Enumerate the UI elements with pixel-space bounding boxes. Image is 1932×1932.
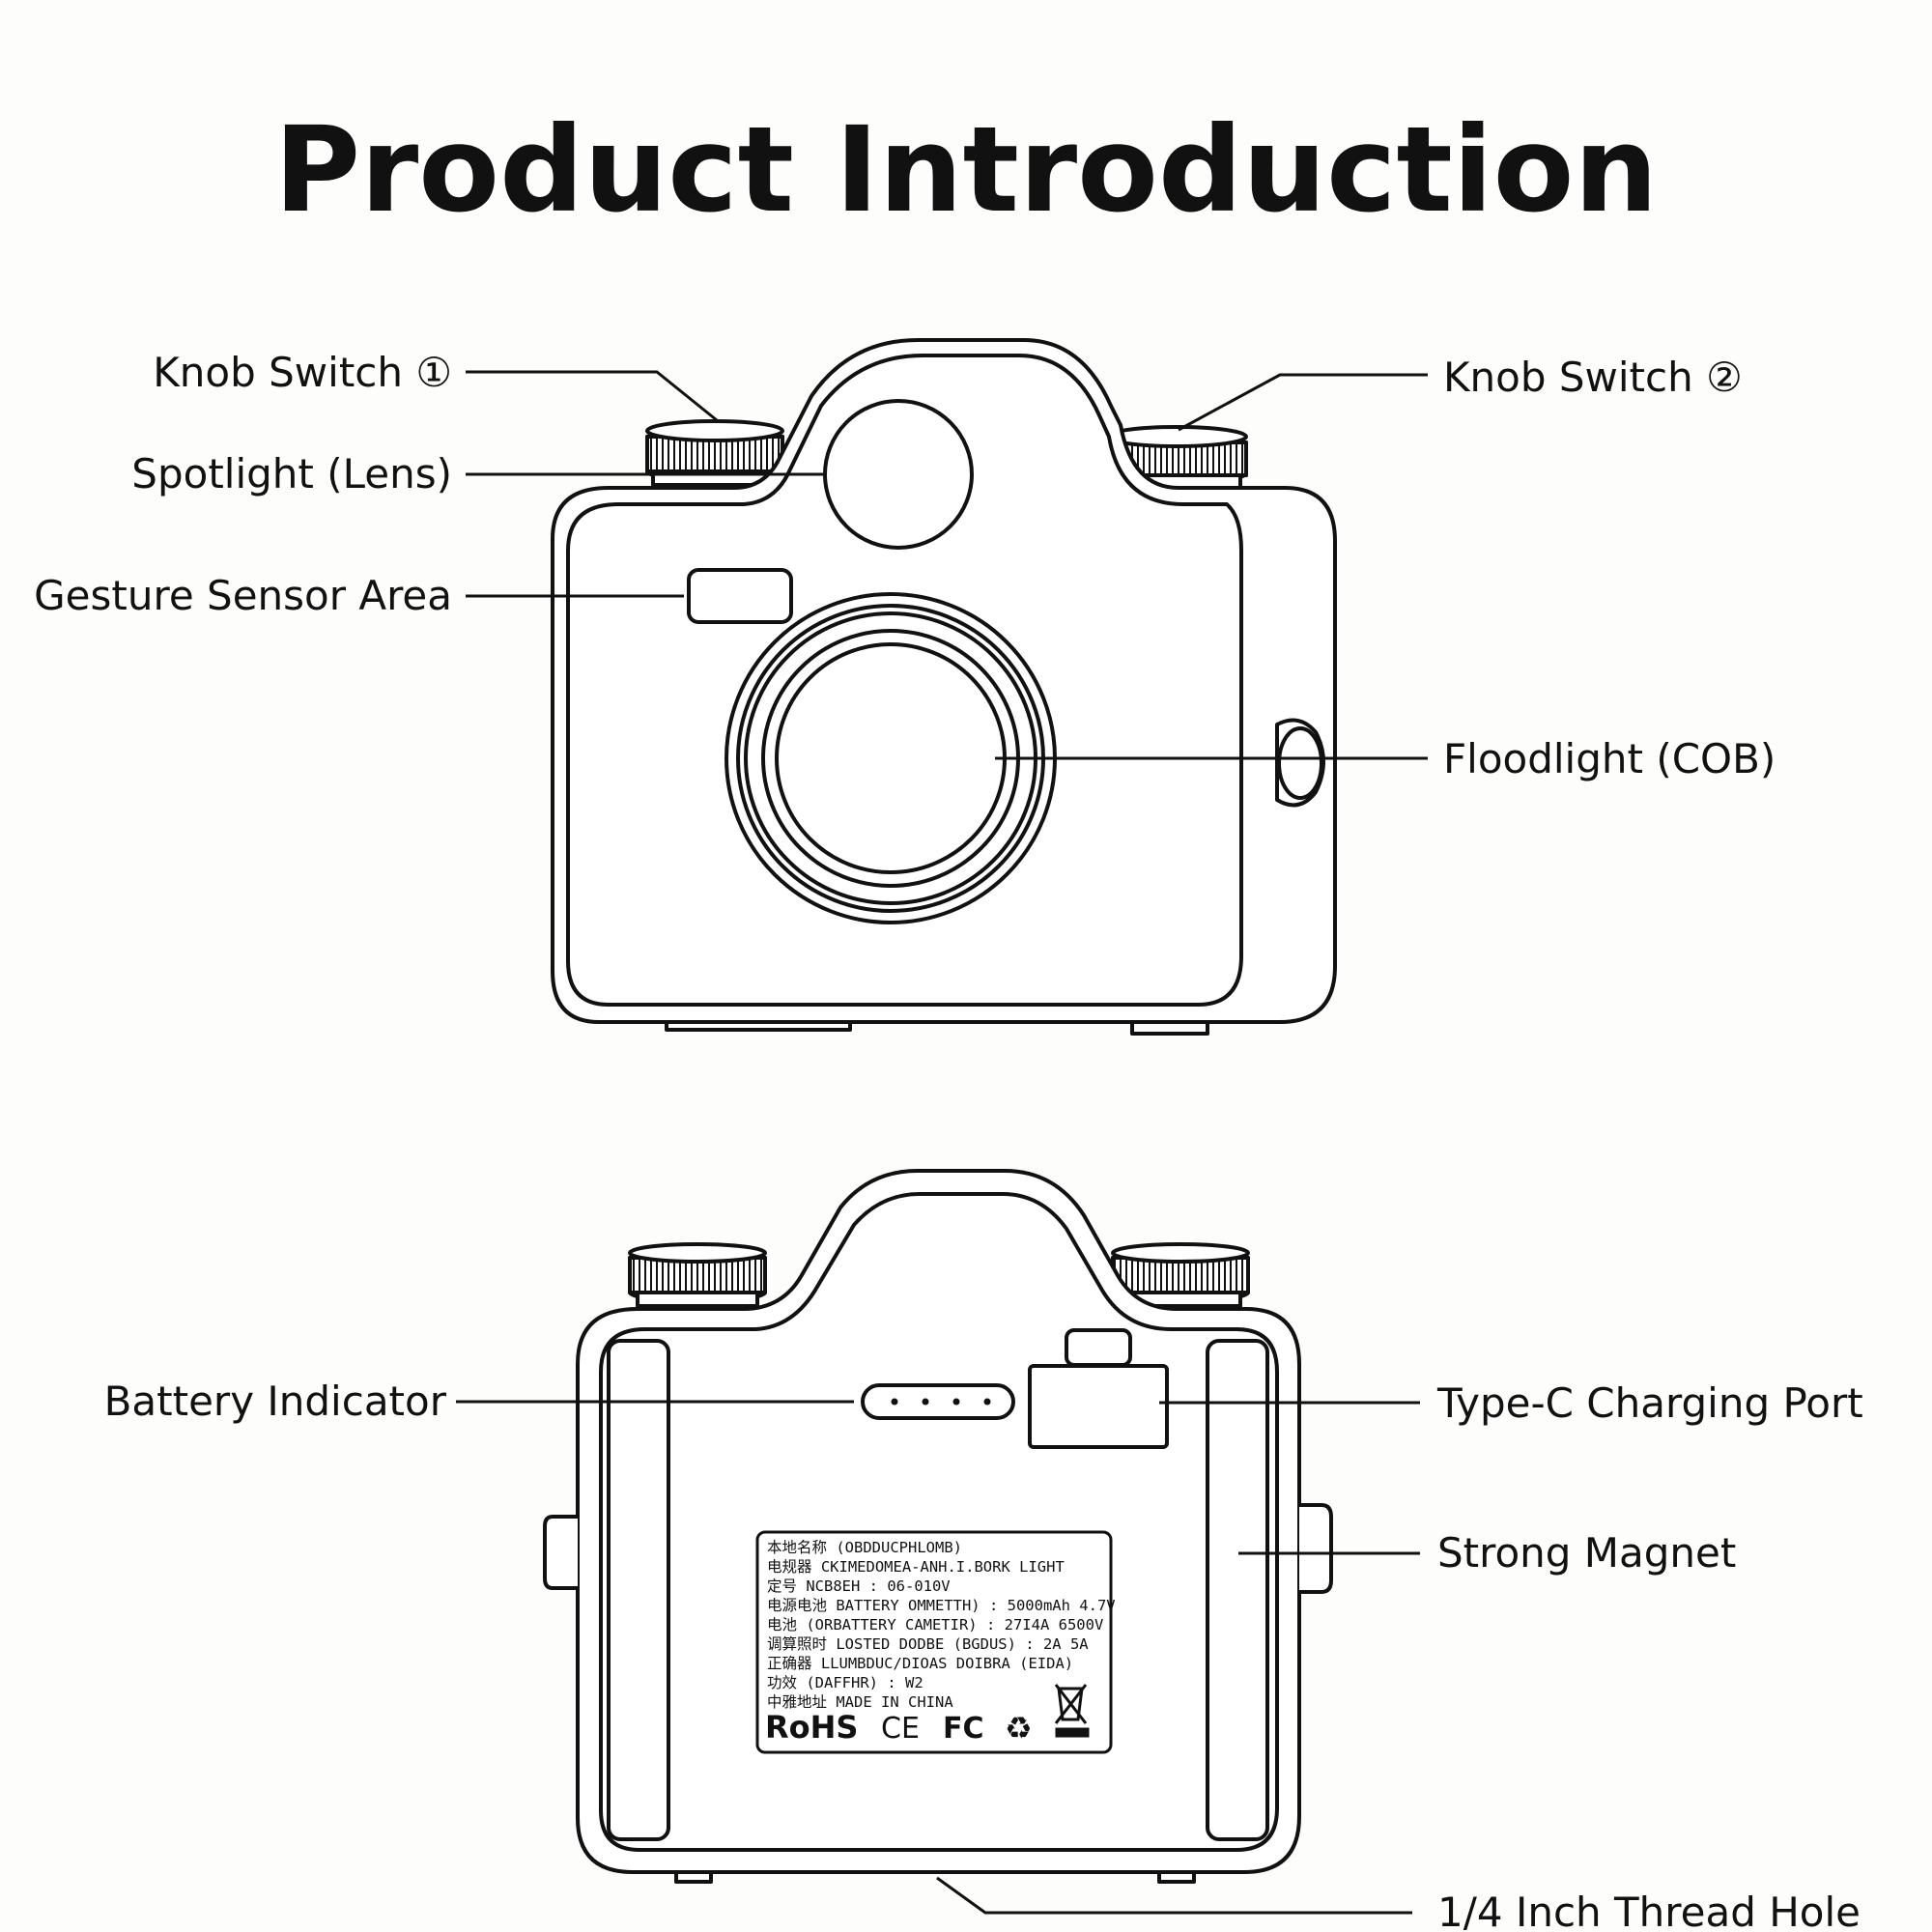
rating-line-7: 正确器 LLUMBDUC/DIOAS DOIBRA (EIDA) [767,1655,1073,1672]
front-side-magnet [1275,718,1325,808]
back-foot-right [1157,1872,1196,1884]
recycle-icon: ♻ [1005,1710,1033,1747]
label-spotlight: Spotlight (Lens) [131,450,452,497]
back-knob-left [628,1242,767,1308]
rating-line-4: 电源电池 BATTERY OMMETTH) : 5000mAh 4.7V [767,1597,1116,1614]
page-title: Product Introduction [274,101,1659,239]
front-callout-lines [466,370,1428,760]
rating-plate-text: 本地名称 (OBDDUCPHLOMB) 电规器 CKIMEDOMEA-ANH.I… [767,1539,1116,1711]
label-gesture-sensor: Gesture Sensor Area [34,572,452,619]
label-battery-indicator: Battery Indicator [104,1378,447,1425]
battery-indicator [861,1383,1015,1420]
rating-line-6: 调算照时 LOSTED DODBE (BGDUS) : 2A 5A [767,1634,1089,1653]
label-thread-hole: 1/4 Inch Thread Hole [1437,1889,1861,1932]
label-knob-switch-1: Knob Switch ① [153,349,452,396]
weee-bin-icon [1054,1684,1090,1738]
rating-line-1: 本地名称 (OBDDUCPHLOMB) [767,1539,962,1556]
back-knob-right [1111,1242,1250,1308]
rating-line-2: 电规器 CKIMEDOMEA-ANH.I.BORK LIGHT [767,1558,1065,1576]
back-magnet-left [543,1515,578,1590]
certification-marks: RoHS CE FC ♻ [765,1684,1090,1747]
leader-knob-2 [1178,373,1428,432]
rating-line-9: 中雅地址 MADE IN CHINA [767,1693,953,1711]
type-c-port [1028,1328,1169,1449]
front-foot-left [665,1022,852,1032]
rating-line-8: 功效 (DAFFHR) : W2 [767,1674,923,1691]
fc-mark: FC [943,1712,984,1746]
back-view [543,1169,1333,1884]
back-body-inner [599,1192,1279,1852]
rating-line-3: 定号 NCB8EH : 06-010V [767,1577,951,1595]
rating-line-5: 电池 (ORBATTERY CAMETIR) : 27I4A 6500V [767,1616,1103,1634]
rohs-mark: RoHS [765,1709,858,1746]
front-view [551,338,1337,1036]
back-rail-right [1206,1339,1269,1841]
leader-knob-1 [466,370,718,422]
leader-thread-hole [936,1876,1412,1915]
spotlight-lens [823,399,974,550]
front-foot-right [1130,1022,1209,1036]
back-foot-left [674,1872,713,1884]
front-body-inner [566,354,1243,1007]
label-strong-magnet: Strong Magnet [1437,1529,1736,1577]
label-knob-switch-2: Knob Switch ② [1443,354,1743,401]
ce-mark: CE [881,1712,920,1746]
back-callout-lines [456,1400,1420,1915]
gesture-sensor-window [687,568,793,624]
rating-plate [755,1530,1113,1754]
label-type-c-port: Type-C Charging Port [1436,1379,1863,1427]
label-floodlight: Floodlight (COB) [1443,735,1776,782]
back-magnet-right [1299,1503,1333,1594]
back-rail-left [607,1339,670,1841]
